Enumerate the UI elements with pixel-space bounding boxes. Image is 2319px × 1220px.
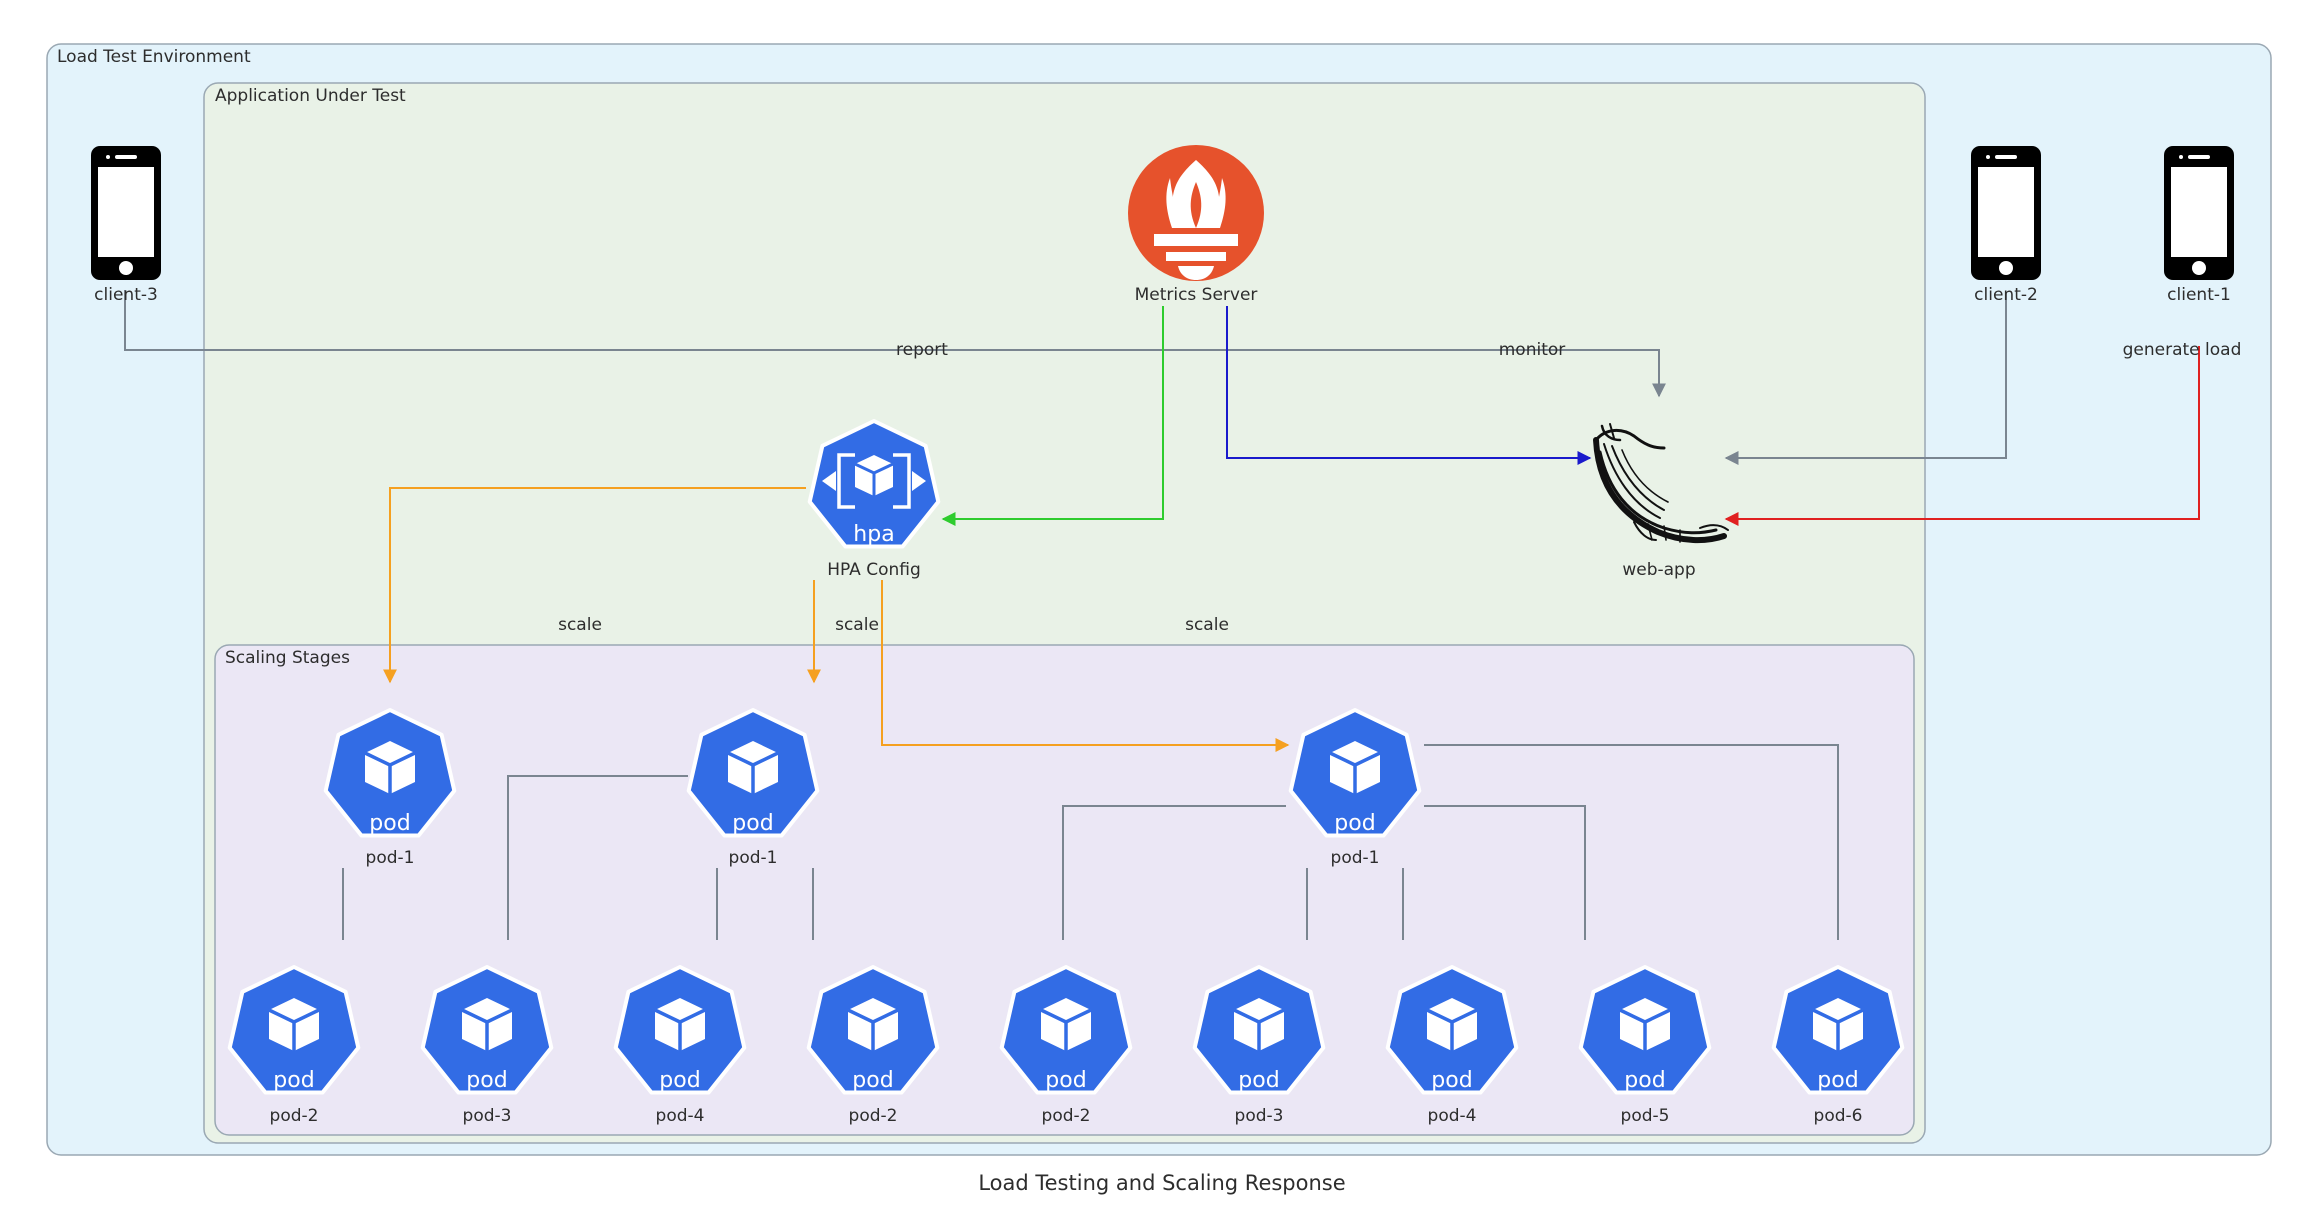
pod-icon-text: pod (1817, 1068, 1858, 1093)
pod-icon-text: pod (466, 1068, 507, 1093)
stage1-pod-1-node: pod pod-1 (323, 708, 457, 868)
bottom-pod-node: pod pod-2 (806, 965, 940, 1126)
bottom-pod-label: pod-6 (1814, 1106, 1863, 1126)
bottom-pod-node: pod pod-4 (613, 965, 747, 1126)
edge-label-scale-2: scale (835, 615, 879, 635)
client-1-label: client-1 (2167, 285, 2231, 305)
edge-client2-webapp (1724, 292, 2007, 465)
pod-icon-text: pod (852, 1068, 893, 1093)
phone-icon (1971, 146, 2041, 280)
bottom-pod-label: pod-3 (1235, 1106, 1284, 1126)
bottom-pod-node: pod pod-6 (1771, 965, 1905, 1126)
edge-hpa-scale-stage1 (383, 487, 806, 684)
stage3-pod-1-label: pod-1 (1331, 848, 1380, 868)
hpa-icon: hpa (807, 419, 941, 549)
flask-icon (1593, 423, 1729, 544)
web-app-label: web-app (1622, 560, 1695, 580)
edge-hpa-scale-stage3 (881, 580, 1290, 752)
stage1-pod-1-label: pod-1 (366, 848, 415, 868)
diagram-title: Load Testing and Scaling Response (978, 1171, 1345, 1195)
edge-label-scale-1: scale (558, 615, 602, 635)
phone-icon (91, 146, 161, 280)
cluster-load-test-environment-label: Load Test Environment (57, 47, 251, 67)
bottom-pod-label: pod-3 (463, 1106, 512, 1126)
bottom-pod-node: pod pod-5 (1578, 965, 1712, 1126)
pod-icon-text: pod (1045, 1068, 1086, 1093)
edge-label-monitor: monitor (1499, 340, 1566, 360)
bottom-pod-node: pod pod-3 (420, 965, 554, 1126)
client-1-node: client-1 (2164, 146, 2234, 305)
client-3-node: client-3 (91, 146, 161, 305)
edge-label-scale-3: scale (1185, 615, 1229, 635)
bottom-pod-label: pod-4 (656, 1106, 705, 1126)
pod-connectors (342, 744, 1839, 940)
pod-icon-text: pod (1334, 811, 1375, 836)
prometheus-icon (1128, 145, 1264, 281)
stage3-pod-1-node: pod pod-1 (1288, 708, 1422, 868)
pod-icon-text: pod (659, 1068, 700, 1093)
client-2-node: client-2 (1971, 146, 2041, 305)
hpa-config-label: HPA Config (827, 560, 921, 580)
edge-label-report: report (896, 340, 948, 360)
pod-icon-text: pod (1624, 1068, 1665, 1093)
pod-icon-text: pod (273, 1068, 314, 1093)
bottom-pod-label: pod-2 (1042, 1106, 1091, 1126)
metrics-server-node: Metrics Server (1128, 145, 1264, 305)
cluster-application-under-test-label: Application Under Test (215, 86, 406, 106)
web-app-node: web-app (1593, 423, 1729, 580)
cluster-scaling-stages-label: Scaling Stages (225, 648, 350, 668)
pod-icon-text: pod (1431, 1068, 1472, 1093)
pod-icon-text: pod (1238, 1068, 1279, 1093)
hpa-icon-text: hpa (853, 522, 894, 547)
edge-label-generate-load: generate load (2123, 340, 2242, 360)
bottom-pod-node: pod pod-4 (1385, 965, 1519, 1126)
hpa-node: hpa HPA Config (807, 419, 941, 580)
metrics-server-label: Metrics Server (1135, 285, 1258, 305)
bottom-pod-node: pod pod-2 (227, 965, 361, 1126)
bottom-pod-label: pod-2 (849, 1106, 898, 1126)
client-2-label: client-2 (1974, 285, 2038, 305)
bottom-pod-node: pod pod-2 (999, 965, 1133, 1126)
bottom-pod-label: pod-4 (1428, 1106, 1477, 1126)
edge-metrics-monitor-webapp (1226, 306, 1592, 465)
bottom-pod-label: pod-5 (1621, 1106, 1670, 1126)
bottom-pod-label: pod-2 (270, 1106, 319, 1126)
pod-icon-text: pod (369, 811, 410, 836)
edge-metrics-hpa (941, 306, 1164, 526)
edge-client1-generate-load (1724, 346, 2200, 526)
phone-icon (2164, 146, 2234, 280)
stage2-pod-1-label: pod-1 (729, 848, 778, 868)
pod-icon-text: pod (732, 811, 773, 836)
edge-client3-report (124, 290, 1666, 398)
stage2-pod-1-node: pod pod-1 (686, 708, 820, 868)
client-3-label: client-3 (94, 285, 158, 305)
bottom-pod-node: pod pod-3 (1192, 965, 1326, 1126)
